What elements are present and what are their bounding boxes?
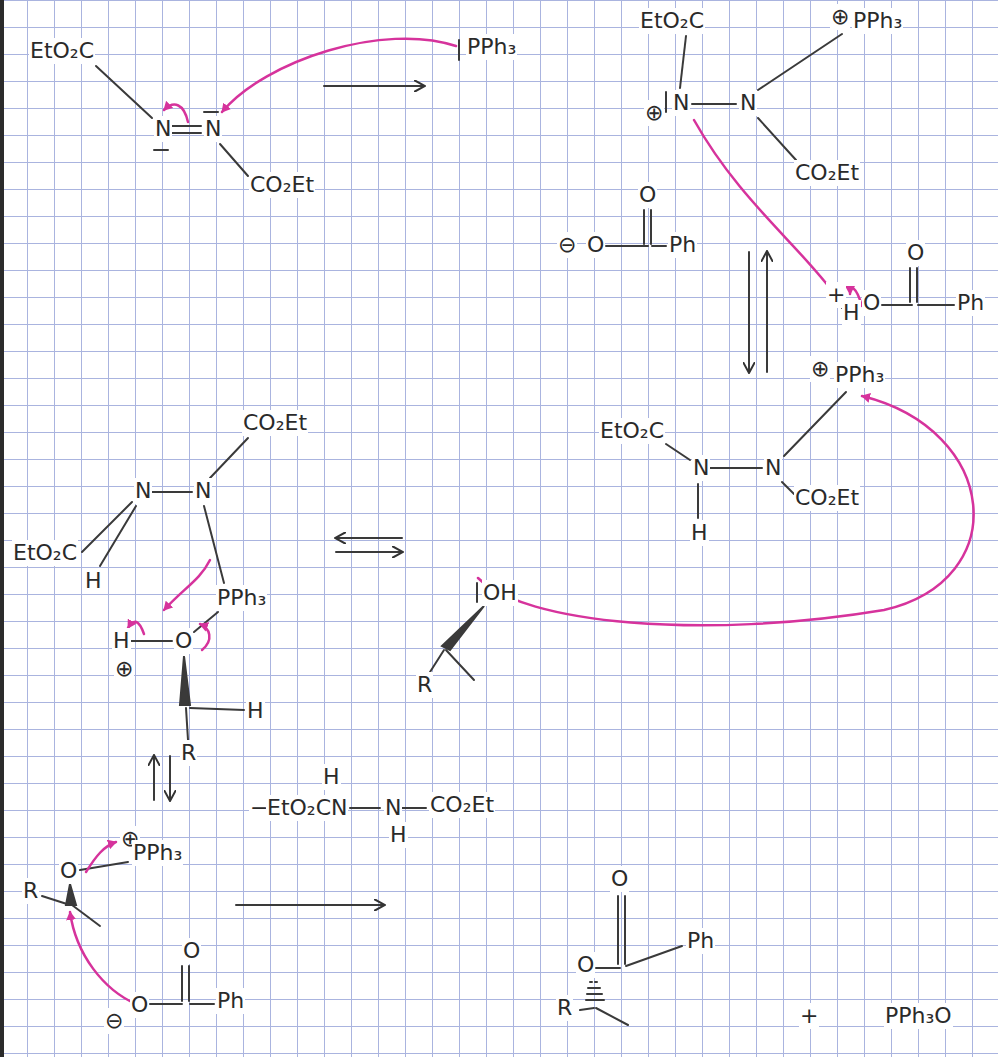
atom-label: H	[690, 520, 709, 546]
atom-label: PPh₃	[216, 585, 267, 611]
atom-label: O	[610, 866, 629, 892]
atom-label: PPh₃	[834, 362, 885, 388]
atom-label: H	[112, 628, 131, 654]
atom-label: Ph	[668, 232, 697, 258]
atom-label: N	[134, 478, 152, 504]
atom-label: CO₂Et	[249, 172, 315, 198]
atom-label: N	[204, 116, 222, 142]
atom-label: H	[246, 698, 265, 724]
atom-label: CO₂Et	[794, 160, 860, 186]
atom-label: N	[384, 795, 402, 821]
atom-label: N	[739, 90, 757, 116]
atom-label: N	[692, 455, 710, 481]
atom-label: H	[389, 822, 408, 848]
atom-label: CO₂Et	[429, 792, 495, 818]
atom-label: O	[638, 182, 657, 208]
atom-label: Ph	[216, 988, 245, 1014]
atom-label: R	[556, 995, 573, 1021]
atom-label: O	[576, 952, 595, 978]
atom-label: O	[862, 290, 881, 316]
atom-label: N	[154, 116, 172, 142]
atom-label: OH	[482, 580, 518, 606]
atom-label: R	[22, 878, 39, 904]
curly-arrows	[70, 39, 974, 1004]
atom-label: O	[59, 858, 78, 884]
atom-label: PPh₃O	[884, 1003, 953, 1029]
atom-label: EtO₂C	[639, 8, 705, 34]
mechanism-drawing	[4, 0, 998, 1057]
atom-label: PPh₃	[132, 840, 183, 866]
atom-label: O	[906, 240, 925, 266]
atom-label: O	[174, 628, 193, 654]
atom-label: PPh₃	[852, 8, 903, 34]
atom-label: EtO₂C	[599, 418, 665, 444]
atom-label: H	[842, 300, 861, 326]
atom-label: Ph	[956, 290, 985, 316]
atom-label: ⊕	[644, 100, 664, 126]
atom-label: EtO₂C	[29, 38, 95, 64]
atom-label: O	[182, 938, 201, 964]
atom-label: N	[764, 455, 782, 481]
atom-label: ⊕	[830, 4, 850, 30]
bonds	[42, 34, 954, 1025]
atom-label: PPh₃	[466, 34, 517, 60]
atom-label: EtO₂CN	[266, 795, 348, 821]
atom-label: CO₂Et	[242, 410, 308, 436]
atom-label: ⊖	[104, 1008, 124, 1034]
atom-label: EtO₂C	[12, 540, 78, 566]
atom-label: +	[799, 1003, 819, 1029]
atom-label: H	[322, 764, 341, 790]
atom-label: N	[672, 90, 690, 116]
atom-label: CO₂Et	[794, 485, 860, 511]
atom-label: O	[130, 992, 149, 1018]
atom-label: R	[180, 740, 197, 766]
atom-label: ⊖	[557, 232, 577, 258]
atom-label: Ph	[686, 928, 715, 954]
atom-label: R	[416, 672, 433, 698]
atom-label: ⊕	[114, 656, 134, 682]
atom-label: O	[586, 232, 605, 258]
atom-label: ⊕	[810, 356, 830, 382]
atom-label: N	[194, 478, 212, 504]
atom-label: H	[84, 568, 103, 594]
